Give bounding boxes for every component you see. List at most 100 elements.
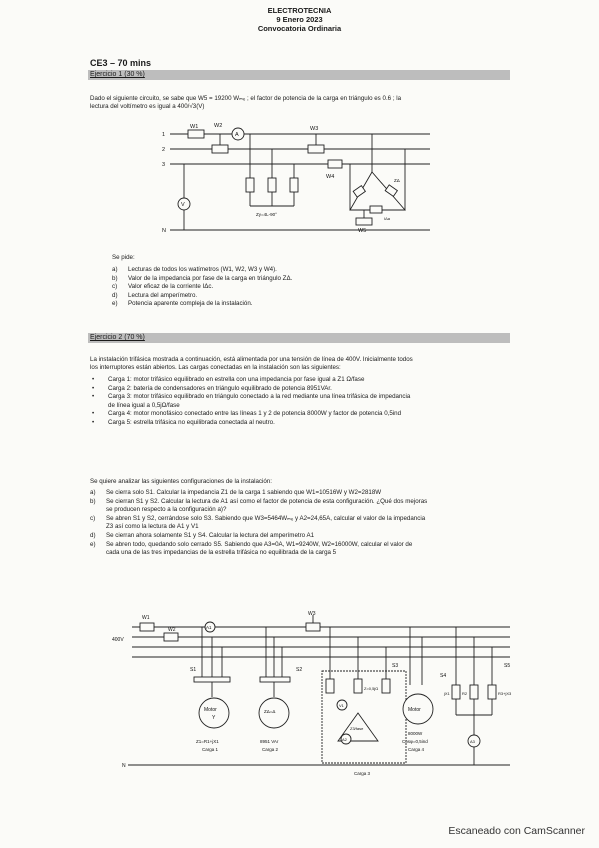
ex2-config-item: a) Se cierra solo S1. Calcular la impedan…	[90, 489, 427, 498]
ex2-load-item-text: Carga 1: motor trifásico equilibrado en …	[108, 376, 365, 383]
ex1-ask-item: d) Lectura del amperímetro.	[112, 292, 292, 301]
ex2-motor-4-label: Motor	[408, 707, 421, 713]
ex1-ask-item: c) Valor eficaz de la corriente IΔc.	[112, 283, 292, 292]
ex2-s2-label: S2	[296, 667, 302, 673]
ex2-load-item: Carga 5: estrella trifásica no equilibra…	[92, 419, 410, 428]
ex2-config-item-text: Z3 así como la lectura de A1 y V1	[106, 523, 199, 531]
ex1-ia-label: IΔa	[384, 216, 391, 221]
ex2-configs-intro: Se quiere analizar las siguientes config…	[90, 478, 272, 485]
ex2-config-item-label: c)	[90, 514, 96, 522]
ex2-config-item-text: Se abren todo, quedando solo cerrado S5.…	[106, 540, 413, 548]
ex2-config-item-text: se producen respecto a la configuración …	[106, 506, 227, 514]
ex2-carga2-zd-label: ZΔ=Δ	[264, 709, 275, 714]
ex2-config-item: d) Se cierran ahora solamente S1 y S4. Ca…	[90, 532, 427, 541]
ex2-config-item-text: Se abren S1 y S2, cerrándose solo S3. Sa…	[106, 514, 426, 522]
ex2-carga4-pf-label: Cosφ=0,5ind	[402, 739, 428, 744]
ex2-carga2-var-label: 8951 VAr	[260, 739, 279, 744]
ex2-carga3-label: Carga 3	[354, 771, 371, 776]
ex2-config-item: b) Se cierran S1 y S2. Calcular la lectur…	[90, 498, 427, 507]
ex2-v1-label: V1	[339, 703, 345, 708]
ex1-ask-item: b) Valor de la impedancia por fase de la …	[112, 275, 292, 284]
ex2-r5a-label: jX1	[443, 691, 451, 696]
ex2-carga4-power-label: 8000W	[408, 731, 423, 736]
ex2-circuit-diagram: W1 W2 A1 W3 400V S1 S2 S3 S4 S5 Motor Y …	[112, 611, 512, 776]
ex2-load-item-text: Carga 3: motor trifásico equilibrado en …	[108, 393, 411, 401]
scanner-footer: Escaneado con CamScanner	[448, 825, 585, 837]
ex2-w1-label: W1	[142, 615, 150, 621]
ex1-circuit-diagram: 1 2 3 N W1 W2 A W3 W4 W5 V Zy=4L-90° ZΔ …	[162, 123, 430, 234]
ex1-statement: Dado el siguiente circuito, se sabe que …	[90, 95, 520, 111]
ex2-title: Ejercicio 2 (70 %)	[90, 334, 145, 341]
ex2-supply-label: 400V	[112, 637, 124, 643]
ex2-loads-list: Carga 1: motor trifásico equilibrado en …	[92, 376, 410, 428]
exam-date: 9 Enero 2023	[276, 15, 323, 24]
exam-call: Convocatoria Ordinaria	[257, 24, 342, 33]
ex1-line-2-label: 2	[162, 147, 165, 153]
ex1-zy-label: Zy=4L-90°	[256, 212, 277, 217]
ex2-load-item-text: Carga 2: batería de condensadores en tri…	[108, 384, 332, 392]
ex1-title: Ejercicio 1 (30 %)	[90, 71, 145, 78]
ex1-asks-list: a)Lecturas de todos los watímetros (W1, …	[112, 266, 292, 309]
ex2-config-item: c) Se abren S1 y S2, cerrándose solo S3. …	[90, 515, 427, 524]
ex2-config-item-label: b)	[90, 497, 96, 505]
ex2-config-item-label: a)	[90, 489, 96, 496]
ex1-statement-line-2: lectura del voltímetro es igual a 400/√3…	[90, 103, 205, 110]
ex2-config-item-text: cada una de las tres impedancias de la e…	[106, 549, 337, 557]
ex1-ask-item-label: d)	[112, 291, 118, 299]
ex2-config-item: Z3 así como la lectura de A1 y V1	[90, 523, 427, 532]
ex1-ask-item-text: Valor eficaz de la corriente IΔc.	[128, 283, 214, 291]
ex2-carga2-label: Carga 2	[262, 747, 279, 752]
ex2-intro-line-2: los interruptores están abiertos. Las ca…	[90, 364, 341, 371]
ex2-s4-label: S4	[440, 673, 446, 679]
ex2-config-item-label: e)	[90, 540, 96, 548]
ex1-line-3-label: 3	[162, 162, 165, 168]
ex1-w1-label: W1	[190, 124, 198, 130]
ex2-config-item: e) Se abren todo, quedando solo cerrado S…	[90, 541, 427, 550]
ex1-ask-item: a)Lecturas de todos los watímetros (W1, …	[112, 266, 292, 275]
exam-code: CE3 – 70 mins	[90, 58, 152, 68]
ex2-carga1-label: Carga 1	[202, 747, 219, 752]
ex1-ask-item-text: Lecturas de todos los watímetros (W1, W2…	[128, 266, 277, 273]
ex2-config-item: se producen respecto a la configuración …	[90, 506, 427, 515]
ex2-intro-line-1: La instalación trifásica mostrada a cont…	[90, 356, 413, 363]
ex2-w3-label: W3	[308, 611, 316, 617]
ex2-s5-label: S5	[504, 663, 510, 669]
ex1-w2-label: W2	[214, 123, 222, 129]
ex2-carga1-z-label: Z1=R1+jX1	[196, 739, 219, 744]
ex2-config-item-text: Se cierra solo S1. Calcular la impedanci…	[106, 489, 382, 496]
ex2-s1-label: S1	[190, 667, 196, 673]
subject-title: ELECTROTECNIA	[267, 6, 332, 15]
ex1-title-bar: Ejercicio 1 (30 %)	[88, 70, 510, 80]
ex1-w3-label: W3	[310, 126, 318, 132]
ex1-ask-item-label: c)	[112, 283, 118, 291]
ex2-intro: La instalación trifásica mostrada a cont…	[90, 356, 520, 372]
ex2-config-item-text: Se cierran ahora solamente S1 y S4. Calc…	[106, 531, 315, 539]
ex2-a2-label: A2	[342, 737, 348, 742]
ex2-s3-label: S3	[392, 663, 398, 669]
ex2-r5b-label: R2	[462, 691, 468, 696]
ex2-config-item: cada una de las tres impedancias de la e…	[90, 549, 427, 558]
ex2-load-item: Carga 1: motor trifásico equilibrado en …	[92, 376, 410, 385]
ex2-a3-label: A3	[470, 739, 476, 744]
ex1-w4-label: W4	[326, 174, 334, 180]
ex2-config-item-text: Se cierran S1 y S2. Calcular la lectura …	[106, 497, 428, 505]
ex1-ask-item-text: Potencia aparente compleja de la instala…	[128, 300, 253, 308]
ex1-zd-label: ZΔ	[394, 178, 400, 183]
ex2-load-item: Carga 2: batería de condensadores en tri…	[92, 385, 410, 394]
ex2-w2-label: W2	[168, 627, 176, 633]
ex1-ask-item-label: b)	[112, 274, 118, 282]
ex2-config-item-label: d)	[90, 531, 96, 539]
ex2-load-item: Carga 4: motor monofásico conectado entr…	[92, 410, 410, 419]
ex2-a1-label: A1	[206, 625, 212, 630]
ex1-statement-line-1: Dado el siguiente circuito, se sabe que …	[90, 95, 402, 102]
ex2-load-item-continuation: de línea igual a 0,5jΩ/fase	[108, 401, 180, 409]
ex1-ask-item-text: Valor de la impedancia por fase de la ca…	[128, 274, 293, 282]
ex1-asks-intro: Se pide:	[112, 254, 135, 261]
ex2-neutral-label: N	[122, 763, 126, 769]
ex1-line-1-label: 1	[162, 132, 165, 138]
ex2-load-item: Carga 3: motor trifásico equilibrado en …	[92, 393, 410, 402]
ex2-motor-1-y-label: Y	[212, 715, 216, 721]
ex1-ask-item-text: Lectura del amperímetro.	[128, 291, 198, 299]
ex2-r5c-label: R3+jX3	[498, 691, 512, 696]
